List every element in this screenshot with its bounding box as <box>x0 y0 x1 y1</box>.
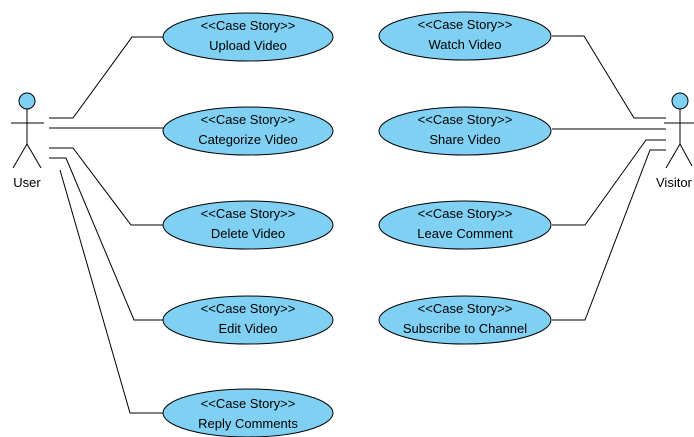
actor-visitor-head <box>671 92 689 110</box>
use-case-watch-video-shape <box>378 11 552 61</box>
edge-user-upload-video <box>49 36 164 119</box>
use-case-leave-comment-label: Leave Comment <box>417 226 513 241</box>
actor-user-left-leg <box>12 143 28 169</box>
edge-user-reply-comments <box>59 169 164 414</box>
actor-user-right-leg <box>26 143 42 169</box>
use-case-edit-video-label: Edit Video <box>218 321 277 336</box>
actor-visitor-left-leg <box>665 143 681 169</box>
use-case-subscribe-to-channel[interactable]: <<Case Story>> Subscribe to Channel <box>378 295 552 345</box>
use-case-share-video-stereotype: <<Case Story>> <box>418 112 513 127</box>
edge-visitor-leave-comment <box>552 139 666 226</box>
use-case-upload-video-label: Upload Video <box>209 38 287 53</box>
use-case-edit-video-shape <box>162 295 334 345</box>
visitor-connections <box>552 35 666 321</box>
use-case-edit-video[interactable]: <<Case Story>> Edit Video <box>162 295 334 345</box>
use-case-subscribe-to-channel-stereotype: <<Case Story>> <box>418 301 513 316</box>
edge-visitor-subscribe-to-channel <box>552 149 666 321</box>
use-case-subscribe-to-channel-label: Subscribe to Channel <box>403 321 527 336</box>
use-case-edit-video-stereotype: <<Case Story>> <box>201 301 296 316</box>
use-case-leave-comment-stereotype: <<Case Story>> <box>418 206 513 221</box>
use-case-reply-comments[interactable]: <<Case Story>> Reply Comments <box>162 388 334 437</box>
actor-visitor-label: Visitor <box>656 175 693 190</box>
use-case-watch-video-stereotype: <<Case Story>> <box>418 17 513 32</box>
edge-user-edit-video <box>49 157 164 321</box>
actor-user-label: User <box>13 175 41 190</box>
use-case-share-video-label: Share Video <box>429 132 500 147</box>
use-case-upload-video-shape <box>162 12 334 62</box>
use-case-upload-video[interactable]: <<Case Story>> Upload Video <box>162 12 334 62</box>
use-case-delete-video[interactable]: <<Case Story>> Delete Video <box>162 200 334 250</box>
use-case-upload-video-stereotype: <<Case Story>> <box>201 18 296 33</box>
use-case-leave-comment[interactable]: <<Case Story>> Leave Comment <box>378 200 552 250</box>
use-case-delete-video-shape <box>162 200 334 250</box>
actor-visitor[interactable]: Visitor <box>656 92 694 190</box>
use-case-share-video[interactable]: <<Case Story>> Share Video <box>378 106 552 156</box>
use-case-reply-comments-shape <box>162 388 334 437</box>
actor-user[interactable]: User <box>11 92 44 190</box>
use-case-delete-video-stereotype: <<Case Story>> <box>201 206 296 221</box>
use-case-delete-video-label: Delete Video <box>211 226 285 241</box>
use-case-subscribe-to-channel-shape <box>378 295 552 345</box>
use-case-share-video-shape <box>378 106 552 156</box>
edge-user-delete-video <box>49 147 164 226</box>
use-case-categorize-video-label: Categorize Video <box>198 132 298 147</box>
use-case-reply-comments-stereotype: <<Case Story>> <box>201 396 296 411</box>
use-case-categorize-video-stereotype: <<Case Story>> <box>201 112 296 127</box>
use-case-watch-video[interactable]: <<Case Story>> Watch Video <box>378 11 552 61</box>
use-case-reply-comments-label: Reply Comments <box>198 416 298 431</box>
use-case-leave-comment-shape <box>378 200 552 250</box>
edge-visitor-watch-video <box>552 35 666 119</box>
actor-user-head <box>18 92 36 110</box>
use-case-watch-video-label: Watch Video <box>429 37 502 52</box>
user-connections <box>49 36 164 414</box>
use-case-categorize-video[interactable]: <<Case Story>> Categorize Video <box>162 106 334 156</box>
actor-visitor-right-leg <box>679 143 693 167</box>
use-case-categorize-video-shape <box>162 106 334 156</box>
